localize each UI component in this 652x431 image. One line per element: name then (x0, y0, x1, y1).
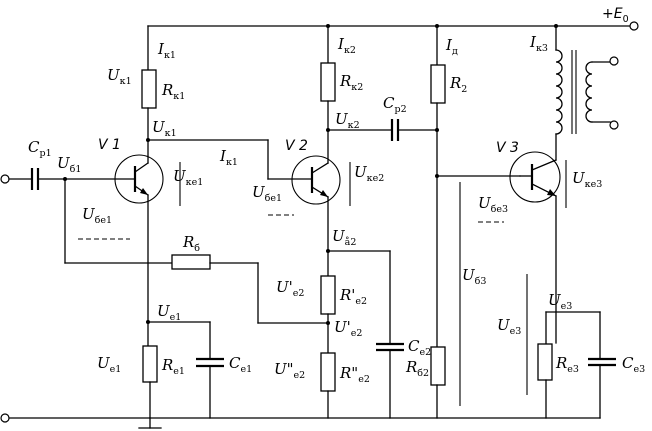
label-uke3: Uкe3 (572, 169, 602, 190)
label-ik3: Iк3 (529, 33, 548, 54)
label-uk2: Uк2 (335, 110, 360, 131)
label-ube3: Uбe3 (478, 194, 508, 215)
resistor-rk1 (141, 69, 157, 109)
label-uke2: Uкe2 (354, 163, 384, 184)
label-uk1-left: Uк1 (107, 66, 132, 87)
transistor-v1 (114, 154, 164, 204)
resistor-rb2 (430, 346, 446, 386)
resistor-re2p (320, 275, 336, 315)
label-r2: R2 (449, 74, 467, 95)
label-cp1: Cр1 (28, 138, 52, 159)
label-ce2: Ce2 (408, 337, 431, 358)
supply-rail (147, 21, 639, 31)
bias-divider (430, 24, 521, 419)
label-ce1: Ce1 (229, 354, 252, 375)
ground-terminal[interactable] (0, 413, 10, 423)
label-re3: Re3 (555, 354, 579, 375)
stage-1 (64, 25, 329, 419)
svg-text:+E0: +E0 (602, 6, 629, 25)
label-uk1-mid: Uк1 (152, 118, 177, 139)
label-ub1: Uб1 (57, 154, 81, 175)
supply-terminal[interactable] (629, 21, 639, 31)
label-ue2-node: Uå2 (332, 227, 356, 248)
label-re2pp: R"e2 (339, 364, 370, 385)
label-uke1: Uкe1 (173, 167, 203, 188)
stage-3 (478, 24, 619, 419)
ground-rail (0, 413, 601, 429)
label-v3: V 3 (496, 140, 519, 156)
label-rb: Rб (182, 233, 200, 254)
label-rk1: Rк1 (161, 81, 185, 102)
output-terminal-top[interactable] (609, 56, 619, 66)
label-ub3: Uб3 (462, 266, 486, 287)
input-terminal[interactable] (0, 174, 10, 184)
resistor-re3 (537, 343, 553, 381)
label-id: Iд (445, 36, 458, 57)
transistor-v2 (291, 155, 341, 205)
label-ik1-top: Iк1 (157, 40, 176, 61)
label-cp2: Cр2 (383, 94, 407, 115)
resistor-r2 (430, 64, 446, 104)
label-ik1-wire: Iк1 (219, 147, 238, 168)
label-ue1-top: Ue1 (157, 302, 181, 323)
resistor-re2pp (320, 352, 336, 392)
transformer (555, 49, 619, 135)
resistor-rb (171, 254, 211, 270)
label-ue3-left: Ue3 (497, 316, 521, 337)
label-ue2p-right: U'e2 (334, 318, 362, 339)
label-ue2p-left: U'e2 (276, 278, 304, 299)
label-ue3-top: Ue3 (548, 291, 572, 312)
label-v2: V 2 (285, 138, 308, 154)
label-ce3: Ce3 (622, 354, 645, 375)
stage-2 (267, 24, 438, 419)
label-rb2: Rб2 (405, 358, 429, 379)
label-ue1-left: Ue1 (97, 354, 121, 375)
label-ube2: Uбe1 (252, 183, 282, 204)
label-re1: Re1 (161, 356, 185, 377)
label-ube1: Uбe1 (82, 205, 112, 226)
label-rk2: Rк2 (339, 72, 363, 93)
resistor-re1 (142, 345, 158, 383)
label-re2p: R'e2 (339, 286, 367, 307)
resistor-rk2 (320, 62, 336, 102)
label-ue2pp: U"e2 (274, 360, 305, 381)
label-ik2: Iк2 (337, 35, 356, 56)
output-terminal-bottom[interactable] (609, 120, 619, 130)
transistor-v3 (509, 151, 561, 203)
supply-label: +E0 (602, 6, 629, 25)
label-v1: V 1 (98, 137, 121, 153)
